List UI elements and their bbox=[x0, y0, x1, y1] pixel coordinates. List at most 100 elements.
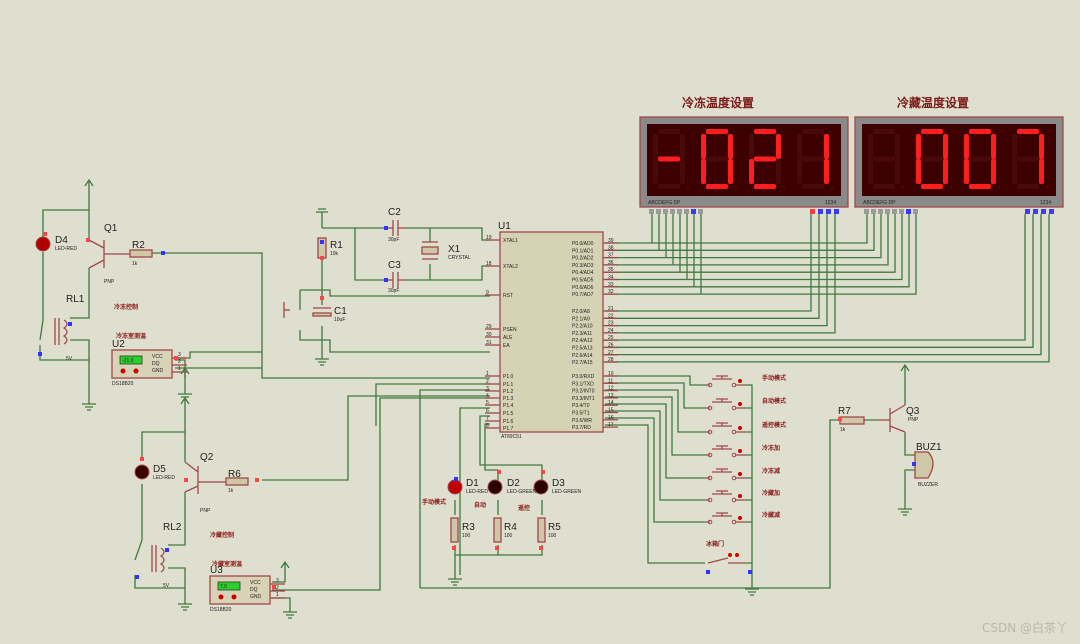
resistor-r2[interactable]: R2 1k bbox=[129, 240, 153, 267]
display-title: 冷藏温度设置 bbox=[897, 95, 969, 110]
push-button-7[interactable]: 冷藏减 bbox=[705, 511, 780, 525]
u2-note: 冷冻室测温 bbox=[116, 332, 146, 340]
svg-text:D2: D2 bbox=[507, 478, 520, 489]
pin-num: 16 bbox=[608, 415, 614, 421]
segment-f bbox=[797, 134, 802, 159]
svg-text:1k: 1k bbox=[228, 488, 234, 494]
sensor-pin-num: 2 bbox=[276, 585, 279, 591]
sensor-pin-num: 1 bbox=[178, 366, 181, 372]
door-switch[interactable]: 冰箱门 bbox=[706, 540, 745, 564]
led-d5[interactable]: D5 LED-RED bbox=[134, 464, 175, 481]
decimal-point bbox=[949, 185, 953, 189]
svg-text:R1: R1 bbox=[330, 240, 343, 251]
pin-num: 21 bbox=[608, 306, 614, 312]
svg-text:PNP: PNP bbox=[200, 508, 211, 514]
segment-f bbox=[749, 134, 754, 159]
pin-num: 12 bbox=[608, 386, 614, 392]
capacitor-c1[interactable]: C1 10uF bbox=[312, 306, 347, 323]
segment-a bbox=[658, 129, 680, 134]
pin-name: P1.6 bbox=[503, 419, 514, 425]
sensor-pin-num: 2 bbox=[178, 359, 181, 365]
transistor-q1[interactable]: Q1 PNP bbox=[88, 223, 130, 285]
segment-c bbox=[680, 159, 685, 184]
pin-name: P2.5/A13 bbox=[572, 346, 593, 352]
pin-name: P1.5 bbox=[503, 411, 514, 417]
svg-text:100: 100 bbox=[462, 533, 471, 539]
resistor-r5[interactable]: R5 100 bbox=[537, 517, 561, 543]
pin-name: P0.4/AD4 bbox=[572, 270, 594, 276]
sensor-ref: U3 bbox=[210, 565, 223, 576]
pin-num: 11 bbox=[608, 378, 613, 384]
pin-num: 33 bbox=[608, 282, 614, 288]
led-d1[interactable]: D1 LED-RED bbox=[447, 478, 488, 495]
segment-e bbox=[701, 159, 706, 184]
crystal-x1[interactable]: X1 CRYSTAL bbox=[421, 241, 471, 261]
led-d4[interactable]: D4 LED-RED bbox=[35, 235, 77, 252]
digit-2 bbox=[701, 129, 738, 189]
capacitor-c2[interactable]: C2 30pF bbox=[385, 207, 406, 243]
svg-text:CRYSTAL: CRYSTAL bbox=[448, 255, 471, 261]
pin-num: 7 bbox=[486, 416, 489, 422]
svg-text:30pF: 30pF bbox=[388, 237, 399, 243]
resistor-r4[interactable]: R4 100 bbox=[493, 517, 517, 543]
buzzer-buz1[interactable]: BUZ1 BUZZER bbox=[914, 442, 942, 488]
pin-name: P3.5/T1 bbox=[572, 411, 590, 417]
segment-a bbox=[706, 129, 728, 134]
led-d2[interactable]: D2 LED-GREEN bbox=[487, 478, 537, 495]
segment-g bbox=[658, 156, 680, 162]
reset-button[interactable] bbox=[283, 302, 290, 318]
pin-num: 23 bbox=[608, 321, 614, 327]
svg-text:30pF: 30pF bbox=[388, 288, 399, 294]
segment-b bbox=[776, 134, 781, 159]
segment-d bbox=[706, 184, 728, 189]
sensor-pin-dq: DQ bbox=[152, 361, 160, 367]
segment-e bbox=[797, 159, 802, 184]
sensor-part: DS18B20 bbox=[210, 607, 232, 613]
led-d3[interactable]: D3 LED-GREEN bbox=[533, 478, 582, 495]
push-button-4[interactable]: 冷冻加 bbox=[705, 444, 780, 458]
segment-b bbox=[943, 134, 948, 159]
pin-num: 17 bbox=[608, 422, 614, 428]
sensor-pin-vcc: VCC bbox=[250, 580, 261, 586]
pin-name: P0.5/AD5 bbox=[572, 278, 594, 284]
pin-name: XTAL2 bbox=[503, 264, 518, 270]
svg-text:D3: D3 bbox=[552, 478, 565, 489]
segment-g bbox=[969, 156, 991, 162]
svg-text:LED-RED: LED-RED bbox=[55, 246, 77, 252]
svg-text:R7: R7 bbox=[838, 406, 851, 417]
digit-4 bbox=[1012, 129, 1049, 189]
push-button-1[interactable]: 手动模式 bbox=[705, 374, 786, 388]
relay-rl2[interactable]: RL2 5V bbox=[151, 522, 182, 589]
push-button-3[interactable]: 遥控模式 bbox=[705, 421, 786, 435]
segment-g bbox=[1017, 156, 1039, 162]
digit-1 bbox=[653, 129, 690, 189]
transistor-q2[interactable]: Q2 PNP bbox=[184, 452, 226, 514]
pin-num: 13 bbox=[608, 393, 614, 399]
relay-rl1[interactable]: RL1 5V bbox=[54, 294, 85, 362]
segment-b bbox=[680, 134, 685, 159]
digit-3 bbox=[964, 129, 1001, 189]
sensor-part: DS18B20 bbox=[112, 381, 134, 387]
svg-text:R3: R3 bbox=[462, 522, 475, 533]
push-button-5[interactable]: 冷冻减 bbox=[705, 467, 780, 481]
resistor-r3[interactable]: R3 100 bbox=[450, 517, 475, 543]
svg-text:RL2: RL2 bbox=[163, 522, 182, 533]
segment-g bbox=[873, 156, 895, 162]
pin-name: P2.6/A14 bbox=[572, 353, 593, 359]
d3-note: 遥控 bbox=[518, 504, 530, 512]
resistor-r6[interactable]: R6 1k bbox=[225, 469, 249, 494]
push-button-6[interactable]: 冷藏加 bbox=[705, 489, 780, 503]
pin-name: P3.6/WR bbox=[572, 418, 592, 424]
pin-num: 15 bbox=[608, 408, 614, 414]
push-button-2[interactable]: 自动模式 bbox=[705, 397, 786, 411]
display-title: 冷冻温度设置 bbox=[682, 95, 754, 110]
capacitor-c3[interactable]: C3 30pF bbox=[385, 260, 406, 294]
pin-name: PSEN bbox=[503, 327, 517, 333]
transistor-q3[interactable]: Q3 PNP bbox=[878, 404, 920, 433]
digit-3 bbox=[749, 129, 786, 189]
